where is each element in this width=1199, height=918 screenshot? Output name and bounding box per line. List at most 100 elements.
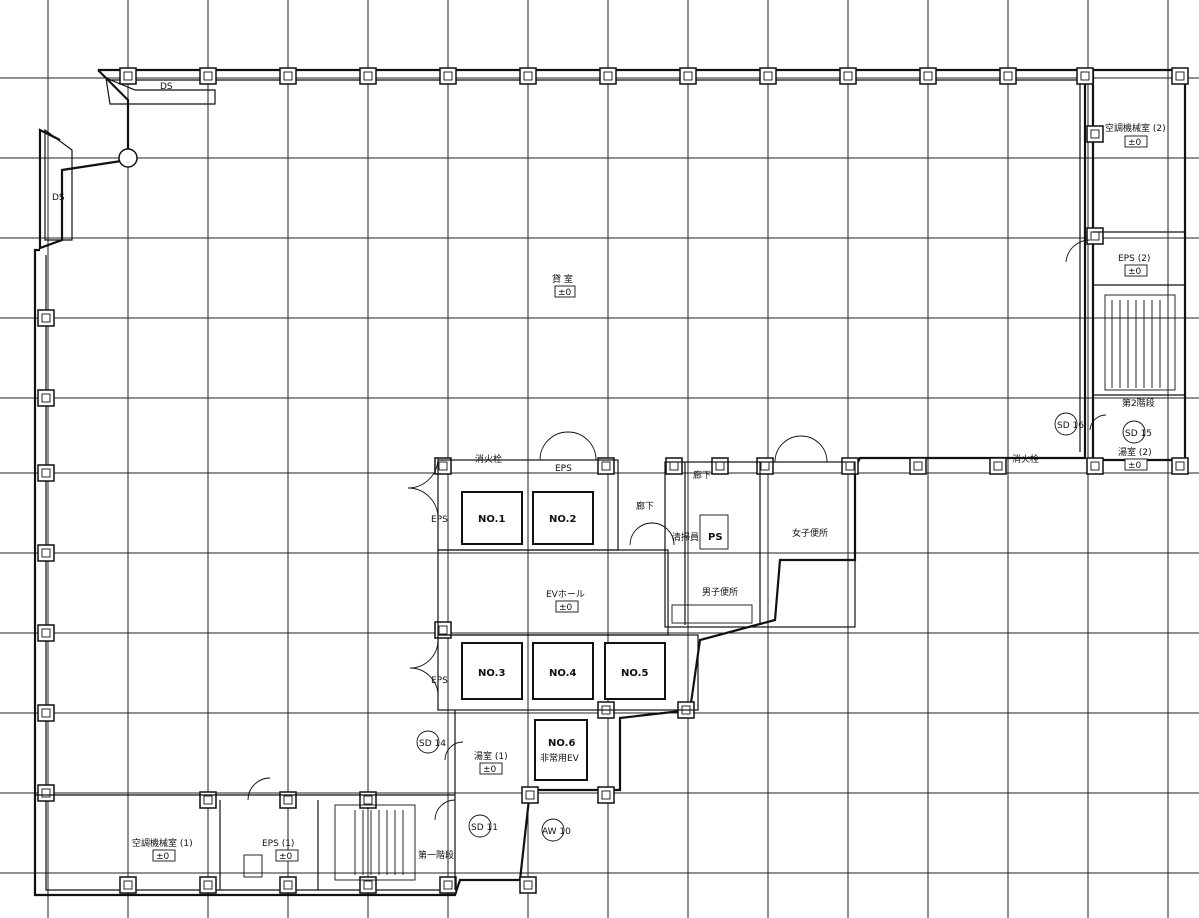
ws-1-level: ±0 xyxy=(483,765,497,775)
column xyxy=(519,67,537,85)
elevator-no1 xyxy=(461,491,523,545)
ev-hall-level: ±0 xyxy=(559,603,573,613)
column-core xyxy=(1090,129,1100,139)
column-core xyxy=(1080,71,1090,81)
office-level: ±0 xyxy=(558,288,572,298)
ext-tag-left: 消火栓 xyxy=(475,453,502,465)
column-core xyxy=(203,880,213,890)
column xyxy=(1076,67,1094,85)
column-core xyxy=(123,880,133,890)
ev-hall-label: EVホール xyxy=(546,589,585,600)
column xyxy=(439,876,457,894)
no1-label: NO.1 xyxy=(478,514,505,525)
column-core xyxy=(603,71,613,81)
elevators xyxy=(461,491,666,781)
column xyxy=(519,876,537,894)
column-core xyxy=(601,790,611,800)
elevator-no2 xyxy=(532,491,594,545)
ext-tag-right: 消火栓 xyxy=(1012,453,1039,465)
column-core xyxy=(41,708,51,718)
column-core xyxy=(123,71,133,81)
column xyxy=(37,389,55,407)
eps-1-label: EPS (1) xyxy=(262,839,294,849)
eps-2-level: ±0 xyxy=(1128,267,1142,277)
eps-2-label: EPS (2) xyxy=(1118,254,1150,264)
column xyxy=(37,464,55,482)
column-core xyxy=(1090,461,1100,471)
column xyxy=(1086,457,1104,475)
column-core xyxy=(41,313,51,323)
column xyxy=(199,876,217,894)
column xyxy=(521,786,539,804)
sd-16-label: SD 16 xyxy=(1057,421,1084,431)
column xyxy=(37,624,55,642)
column xyxy=(359,876,377,894)
ac-room-2-level: ±0 xyxy=(1128,138,1142,148)
column-core xyxy=(523,880,533,890)
column-core xyxy=(913,461,923,471)
column xyxy=(999,67,1017,85)
column xyxy=(1086,227,1104,245)
column-core xyxy=(363,795,373,805)
right-core xyxy=(1065,231,1185,431)
sd-11-label: SD 11 xyxy=(471,823,498,833)
column xyxy=(989,457,1007,475)
ps-label: PS xyxy=(708,532,723,543)
sd-15-label: SD 15 xyxy=(1125,429,1152,439)
ds-left-label: DS xyxy=(52,193,65,203)
ws-2-label: 湯室 (2) xyxy=(1118,446,1152,458)
column xyxy=(37,704,55,722)
column-core xyxy=(41,393,51,403)
column xyxy=(1086,125,1104,143)
column-core xyxy=(363,880,373,890)
womens-wc-label: 女子便所 xyxy=(792,527,828,539)
column xyxy=(199,67,217,85)
eps-top-label: EPS xyxy=(555,464,572,474)
no4-label: NO.4 xyxy=(549,668,576,679)
eps-left-lower-label: EPS xyxy=(431,676,448,686)
column-core xyxy=(1003,71,1013,81)
no6-label: NO.6 xyxy=(548,738,575,749)
elevator-no3 xyxy=(461,642,523,700)
lower-left-rooms xyxy=(35,710,464,890)
column-core xyxy=(843,71,853,81)
central-core xyxy=(407,431,856,711)
no2-label: NO.2 xyxy=(549,514,576,525)
elevator-no6 xyxy=(534,719,588,781)
column-core xyxy=(443,71,453,81)
corridor-1-label: 廊下 xyxy=(636,500,654,512)
stair-1-label: 第一階段 xyxy=(418,849,454,861)
column xyxy=(711,457,729,475)
no6-sub-label: 非常用EV xyxy=(540,752,580,764)
column-core xyxy=(683,71,693,81)
column xyxy=(665,457,683,475)
ac-room-1-level: ±0 xyxy=(156,852,170,862)
column-core xyxy=(438,461,448,471)
column-core xyxy=(993,461,1003,471)
corridor-2-label: 廊下 xyxy=(693,469,711,481)
column xyxy=(599,67,617,85)
column-core xyxy=(525,790,535,800)
column-core xyxy=(438,625,448,635)
column xyxy=(119,876,137,894)
column-core xyxy=(283,795,293,805)
column-core xyxy=(203,71,213,81)
column-core xyxy=(1175,461,1185,471)
column xyxy=(37,784,55,802)
column xyxy=(279,67,297,85)
no5-label: NO.5 xyxy=(621,668,648,679)
column-core xyxy=(363,71,373,81)
mens-wc-label: 男子便所 xyxy=(702,586,738,598)
column xyxy=(597,786,615,804)
no3-label: NO.3 xyxy=(478,668,505,679)
elevator-no5 xyxy=(604,642,666,700)
column xyxy=(37,544,55,562)
round-column xyxy=(118,148,138,168)
ac-room-1-label: 空調機械室 (1) xyxy=(132,837,193,849)
ws-2-level: ±0 xyxy=(1128,461,1142,471)
ac-room-2-label: 空調機械室 (2) xyxy=(1105,122,1166,134)
column xyxy=(439,67,457,85)
eps-left-upper-label: EPS xyxy=(431,515,448,525)
column xyxy=(279,876,297,894)
